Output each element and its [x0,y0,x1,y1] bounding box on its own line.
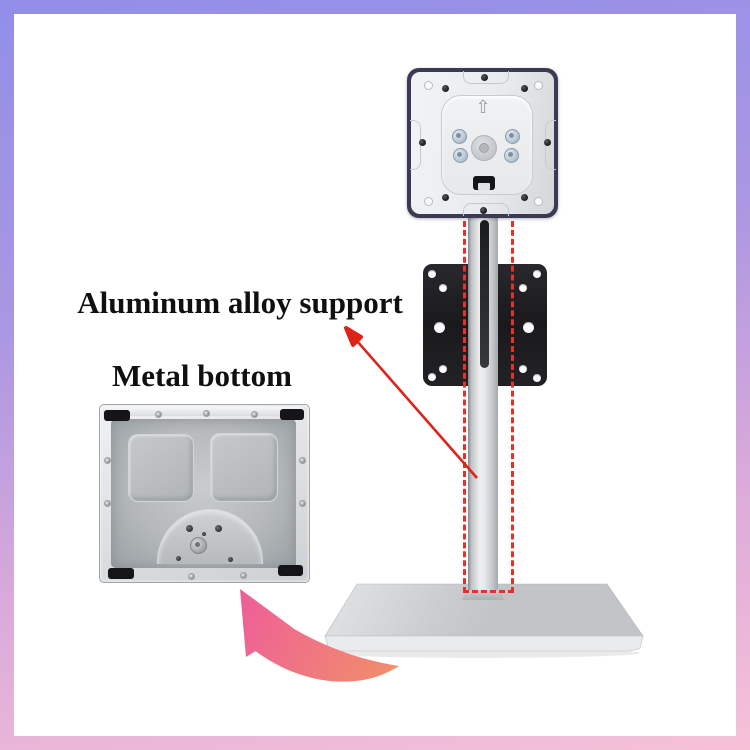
stamped-tab [463,71,509,84]
screw-icon [521,194,528,201]
screw-icon [215,525,222,532]
rubber-pad [280,409,304,420]
mount-plate-face: ⇧ [410,71,556,216]
washer-screw [453,148,468,163]
edge-screw [299,457,306,464]
metal-bottom-photo [99,404,310,583]
screw-icon [186,525,193,532]
edge-screw [240,572,247,579]
screw-icon [480,207,487,214]
corner-hole [424,81,433,90]
center-pivot-boss [471,135,497,161]
corner-hole [424,197,433,206]
corner-hole [534,197,543,206]
screw-icon [442,194,449,201]
edge-screw [299,500,306,507]
screw-icon [228,557,233,562]
vesa-hole [428,270,436,278]
stamped-rib [128,434,194,502]
screw-icon [442,85,449,92]
edge-screw [155,411,162,418]
vesa-hole [428,373,436,381]
rubber-pad [278,565,303,576]
vesa-hole [533,270,541,278]
edge-screw [251,411,258,418]
corner-hole [534,81,543,90]
vesa-hole [523,322,534,333]
vesa-hole [519,284,527,292]
vesa-hole [439,365,447,373]
screw-icon [481,74,488,81]
screw-icon [176,556,181,561]
washer-screw [452,129,467,144]
edge-screw [203,410,210,417]
stamped-rib [210,433,278,502]
screw-icon [544,139,551,146]
screw-icon [419,139,426,146]
monitor-mount-plate: ⇧ [407,68,558,218]
vesa-hole [533,374,541,382]
screw-icon [521,85,528,92]
bottom-label: Metal bottom [112,358,292,393]
rubber-pad [104,410,130,421]
edge-screw [104,500,111,507]
release-clip [473,176,495,190]
rubber-pad [108,568,134,579]
vesa-hole [434,322,445,333]
edge-screw [188,573,195,580]
stamped-tab [463,203,509,216]
support-label: Aluminum alloy support [77,285,403,320]
washer-screw [504,148,519,163]
height-adjustment-slot [480,220,489,368]
screw-icon [202,532,206,536]
washer-screw [505,129,520,144]
up-arrow-icon: ⇧ [475,97,491,118]
vesa-hole [439,284,447,292]
pivot-screw [190,537,207,554]
vesa-hole [519,365,527,373]
red-dashed-guides [463,221,514,593]
edge-screw [104,457,111,464]
